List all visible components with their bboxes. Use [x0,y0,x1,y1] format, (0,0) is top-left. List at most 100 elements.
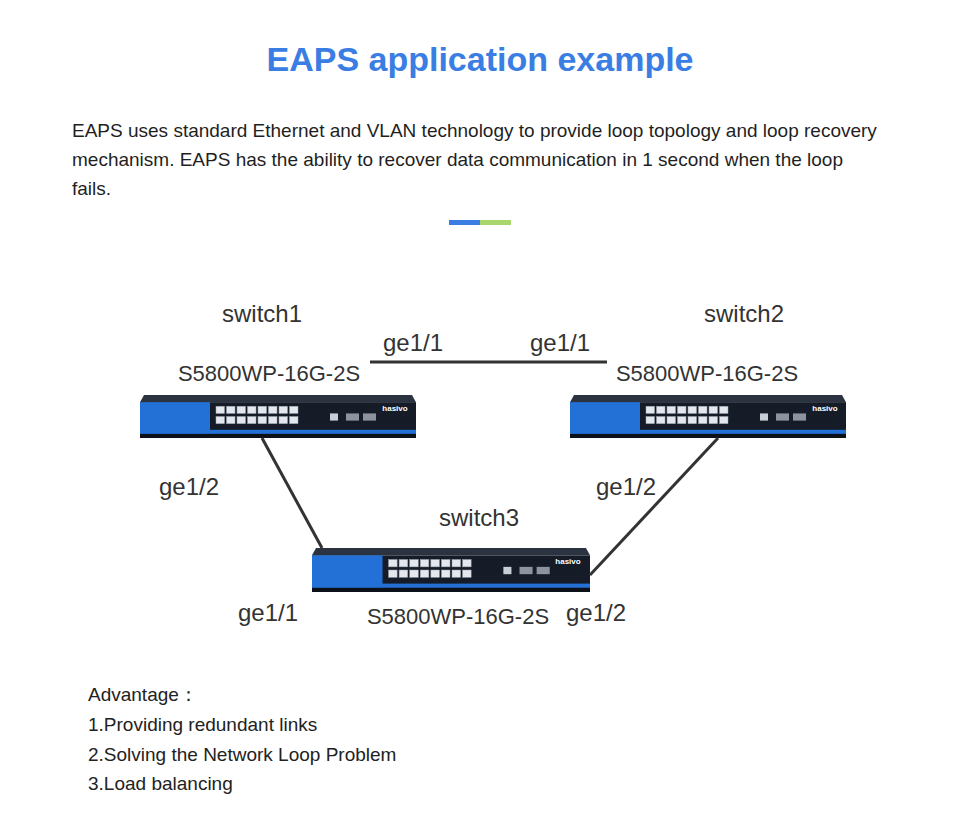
console-port [330,413,338,420]
advantage-item: 1.Providing redundant links [88,714,317,736]
rj45-port [290,417,299,424]
rj45-port [657,406,666,413]
rj45-port [646,406,655,413]
rj45-port [452,570,461,577]
port-label: ge1/2 [159,473,219,501]
switch-chassis [140,395,416,438]
chassis-stripe [570,430,846,434]
chassis-panel [570,402,640,434]
chassis-top [312,548,590,555]
rj45-port [227,406,236,413]
console-port [503,567,511,574]
rj45-port [248,406,257,413]
rj45-port [399,560,408,567]
network-link [262,438,322,548]
rj45-port [258,417,267,424]
rj45-port [237,417,246,424]
port-label: ge1/1 [530,329,590,357]
rj45-port [410,560,419,567]
sfp-port [537,567,550,574]
rj45-port [216,417,225,424]
chassis-top [570,395,846,402]
rj45-port [688,417,697,424]
chassis-front [570,402,846,434]
port-label: ge1/2 [566,599,626,627]
chassis-front [140,402,416,434]
brand-mark: hasivo [555,557,580,566]
accent-bar [449,220,480,225]
sfp-port [519,567,532,574]
rj45-port [431,570,440,577]
rj45-port [431,560,440,567]
rj45-port [667,406,676,413]
advantage-heading: Advantage： [88,684,198,706]
port-label: ge1/2 [596,473,656,501]
rj45-port [441,570,450,577]
network-switch: switch3S5800WP-16G-2Shasivo [312,548,590,592]
rj45-port [463,560,472,567]
network-link [590,438,718,575]
rj45-port [420,560,429,567]
switch-chassis [312,548,590,592]
rj45-port [399,570,408,577]
rj45-port [709,417,718,424]
rj45-port [279,406,288,413]
chassis-panel [312,555,383,587]
model-number: S5800WP-16G-2S [178,361,360,386]
chassis-base [140,434,416,438]
chassis-base [312,588,590,592]
network-switch: switch2S5800WP-16G-2Shasivo [570,362,846,438]
brand-mark: hasivo [812,404,837,413]
port-label: ge1/1 [383,329,443,357]
page-title: EAPS application example [266,40,693,79]
model-number: S5800WP-16G-2S [367,604,549,629]
network-switch: switch1S5800WP-16G-2Shasivo [140,362,416,438]
rj45-port [290,406,299,413]
rj45-port [237,406,246,413]
rj45-port [688,406,697,413]
rj45-port [678,417,687,424]
rj45-port [720,417,729,424]
rj45-port [699,406,708,413]
model-number: S5800WP-16G-2S [616,361,798,386]
sfp-port [346,413,359,420]
rj45-port [667,417,676,424]
rj45-port [657,417,666,424]
rj45-port [441,560,450,567]
rj45-port [420,570,429,577]
rj45-port [279,417,288,424]
rj45-port [646,417,655,424]
switch-name: switch3 [439,504,519,532]
port-label: ge1/1 [238,599,298,627]
accent-bar [480,220,511,225]
chassis-panel [140,402,210,434]
chassis-stripe [312,584,590,588]
rj45-port [452,560,461,567]
rj45-port [269,417,278,424]
rj45-port [709,406,718,413]
sfp-port [793,413,806,420]
rj45-port [720,406,729,413]
rj45-port [463,570,472,577]
advantage-item: 2.Solving the Network Loop Problem [88,744,396,766]
rj45-port [227,417,236,424]
rj45-port [699,417,708,424]
rj45-port [269,406,278,413]
switch-name: switch2 [704,300,784,328]
switch-name: switch1 [222,300,302,328]
chassis-top [140,395,416,402]
sfp-port [363,413,376,420]
rj45-port [248,417,257,424]
chassis-base [570,434,846,438]
rj45-port [389,560,398,567]
switch-chassis [570,395,846,438]
description-text: EAPS uses standard Ethernet and VLAN tec… [72,116,882,203]
rj45-port [216,406,225,413]
rj45-port [389,570,398,577]
chassis-front [312,555,590,587]
sfp-port [776,413,789,420]
console-port [760,413,768,420]
network-link [370,361,607,364]
rj45-port [678,406,687,413]
